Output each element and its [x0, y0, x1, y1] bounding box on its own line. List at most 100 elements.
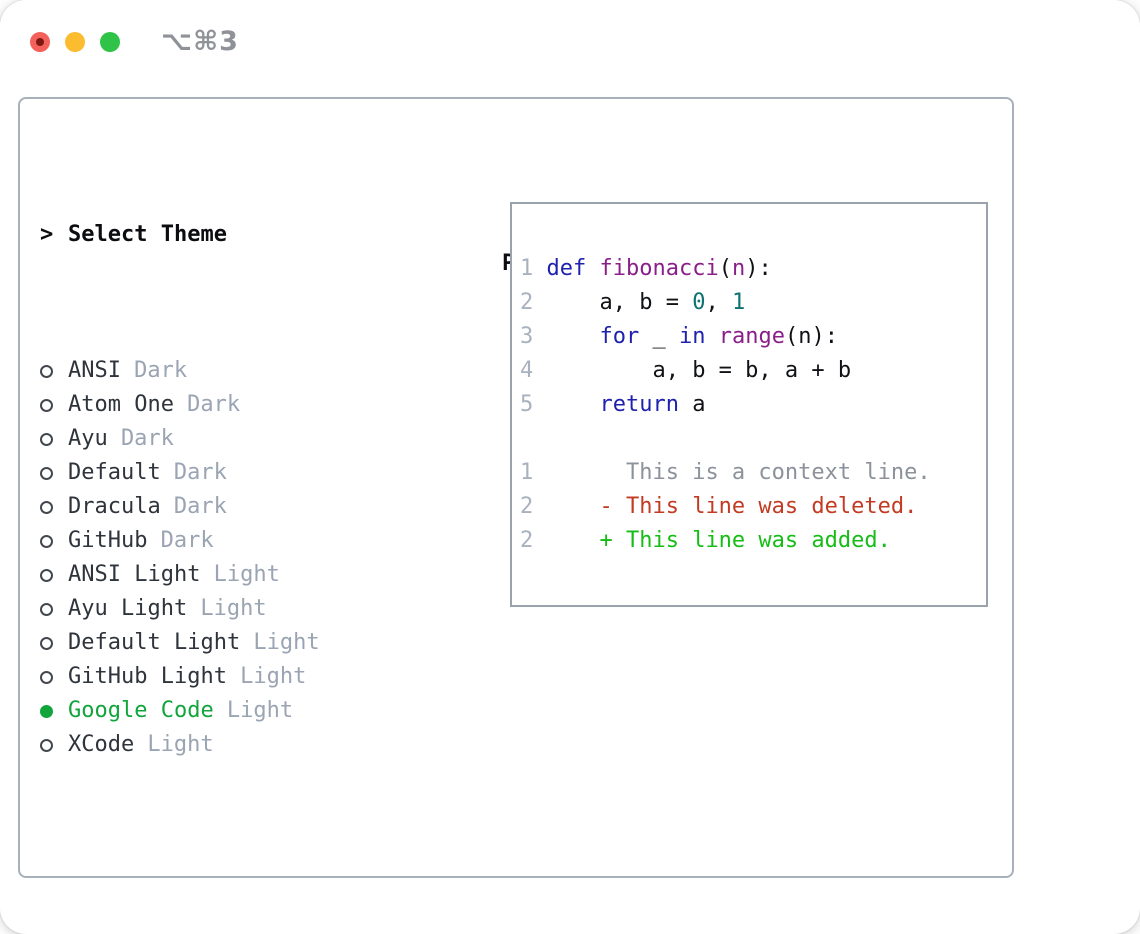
item-variant-label: Dark — [120, 426, 174, 451]
minimize-button[interactable] — [65, 31, 85, 52]
code-line: 4 a, b = b, a + b — [520, 354, 986, 388]
line-number: 1 — [520, 460, 534, 485]
line-number: 3 — [520, 324, 534, 349]
item-label: Default — [68, 460, 161, 485]
code-token: _ — [639, 324, 679, 349]
item-variant-label: Dark — [173, 460, 227, 485]
item-variant-label: Dark — [173, 494, 227, 519]
radio-selected-icon — [40, 704, 68, 718]
item-variant-label: Light — [147, 732, 214, 757]
code-token: return — [599, 392, 679, 417]
code-token: for — [599, 324, 640, 349]
theme-option-atom-one[interactable]: Atom One Dark — [40, 388, 480, 422]
code-line: 2 - This line was deleted. — [520, 490, 986, 524]
theme-option-github-light[interactable]: GitHub Light Light — [40, 660, 480, 694]
item-label: Google Code — [68, 698, 214, 723]
line-number: 4 — [520, 358, 534, 383]
select-theme-header: > Select Theme — [40, 218, 480, 252]
item-variant-label: Dark — [187, 392, 241, 417]
code-token: in — [678, 324, 706, 349]
theme-option-dracula[interactable]: Dracula Dark — [40, 490, 480, 524]
code-token: fibonacci — [599, 256, 719, 281]
theme-option-default[interactable]: Default Dark — [40, 456, 480, 490]
radio-unselected-icon — [40, 670, 68, 684]
item-variant-label: Light — [240, 664, 307, 689]
theme-option-google-code[interactable]: Google Code Light — [40, 694, 480, 728]
item-label: Ayu — [68, 426, 108, 451]
radio-unselected-icon — [40, 500, 68, 514]
code-token: ( — [718, 256, 732, 281]
code-token: This is a context line. — [546, 460, 931, 485]
theme-option-ansi-light[interactable]: ANSI Light Light — [40, 558, 480, 592]
close-button[interactable] — [30, 31, 50, 52]
theme-option-github[interactable]: GitHub Dark — [40, 524, 480, 558]
radio-unselected-icon — [40, 398, 68, 412]
item-label: ANSI — [68, 358, 121, 383]
code-line: 2 + This line was added. — [520, 524, 986, 558]
item-label: ANSI Light — [68, 562, 201, 587]
item-variant-label: Light — [200, 596, 267, 621]
item-label: GitHub — [68, 528, 148, 553]
code-line: 3 for _ in range(n): — [520, 320, 986, 354]
item-variant-label: Light — [213, 562, 280, 587]
item-variant-label: Dark — [134, 358, 188, 383]
line-number: 2 — [520, 494, 534, 519]
radio-unselected-icon — [40, 364, 68, 378]
code-token: - This line was deleted. — [546, 494, 918, 519]
code-token: + This line was added. — [546, 528, 891, 553]
theme-option-default-light[interactable]: Default Light Light — [40, 626, 480, 660]
item-label: Dracula — [68, 494, 161, 519]
item-label: Atom One — [68, 392, 174, 417]
line-number: 2 — [520, 290, 534, 315]
code-token: n — [731, 256, 746, 281]
code-token: range — [718, 324, 785, 349]
code-line — [520, 422, 986, 456]
close-unsaved-dot-icon — [36, 37, 44, 46]
item-variant-label: Dark — [160, 528, 214, 553]
titlebar: ⌥⌘3 — [30, 26, 239, 57]
code-line: 1 This is a context line. — [520, 456, 986, 490]
theme-option-xcode[interactable]: XCode Light — [40, 728, 480, 762]
item-label: GitHub Light — [68, 664, 227, 689]
code-token — [705, 324, 718, 349]
radio-unselected-icon — [40, 466, 68, 480]
focus-caret-icon: > — [40, 222, 54, 247]
code-token — [547, 392, 600, 417]
item-label: XCode — [68, 732, 135, 757]
code-token: 0 — [692, 290, 706, 315]
code-line: 1 def fibonacci(n): — [520, 252, 986, 286]
zoom-button[interactable] — [100, 31, 120, 52]
radio-unselected-icon — [40, 636, 68, 650]
radio-unselected-icon — [40, 568, 68, 582]
code-line: 2 a, b = 0, 1 — [520, 286, 986, 320]
radio-unselected-icon — [40, 432, 68, 446]
code-token: a, b = — [546, 290, 693, 315]
code-token: , — [705, 290, 732, 315]
code-token: a — [678, 392, 706, 417]
theme-option-ansi[interactable]: ANSI Dark — [40, 354, 480, 388]
item-label: Default Light — [68, 630, 241, 655]
code-token — [547, 324, 600, 349]
select-theme-title: Select Theme — [68, 222, 227, 247]
spacer — [40, 864, 480, 898]
code-token: 1 — [731, 290, 746, 315]
theme-option-ayu[interactable]: Ayu Dark — [40, 422, 480, 456]
item-variant-label: Light — [226, 698, 294, 723]
code-token — [586, 256, 599, 281]
window-title: ⌥⌘3 — [161, 26, 239, 57]
radio-unselected-icon — [40, 738, 68, 752]
item-variant-label: Light — [253, 630, 320, 655]
line-number: 1 — [520, 256, 534, 281]
code-line: 5 return a — [520, 388, 986, 422]
code-token: def — [546, 256, 587, 281]
radio-unselected-icon — [40, 534, 68, 548]
code-token: ): — [745, 256, 772, 281]
line-number: 2 — [520, 528, 534, 553]
